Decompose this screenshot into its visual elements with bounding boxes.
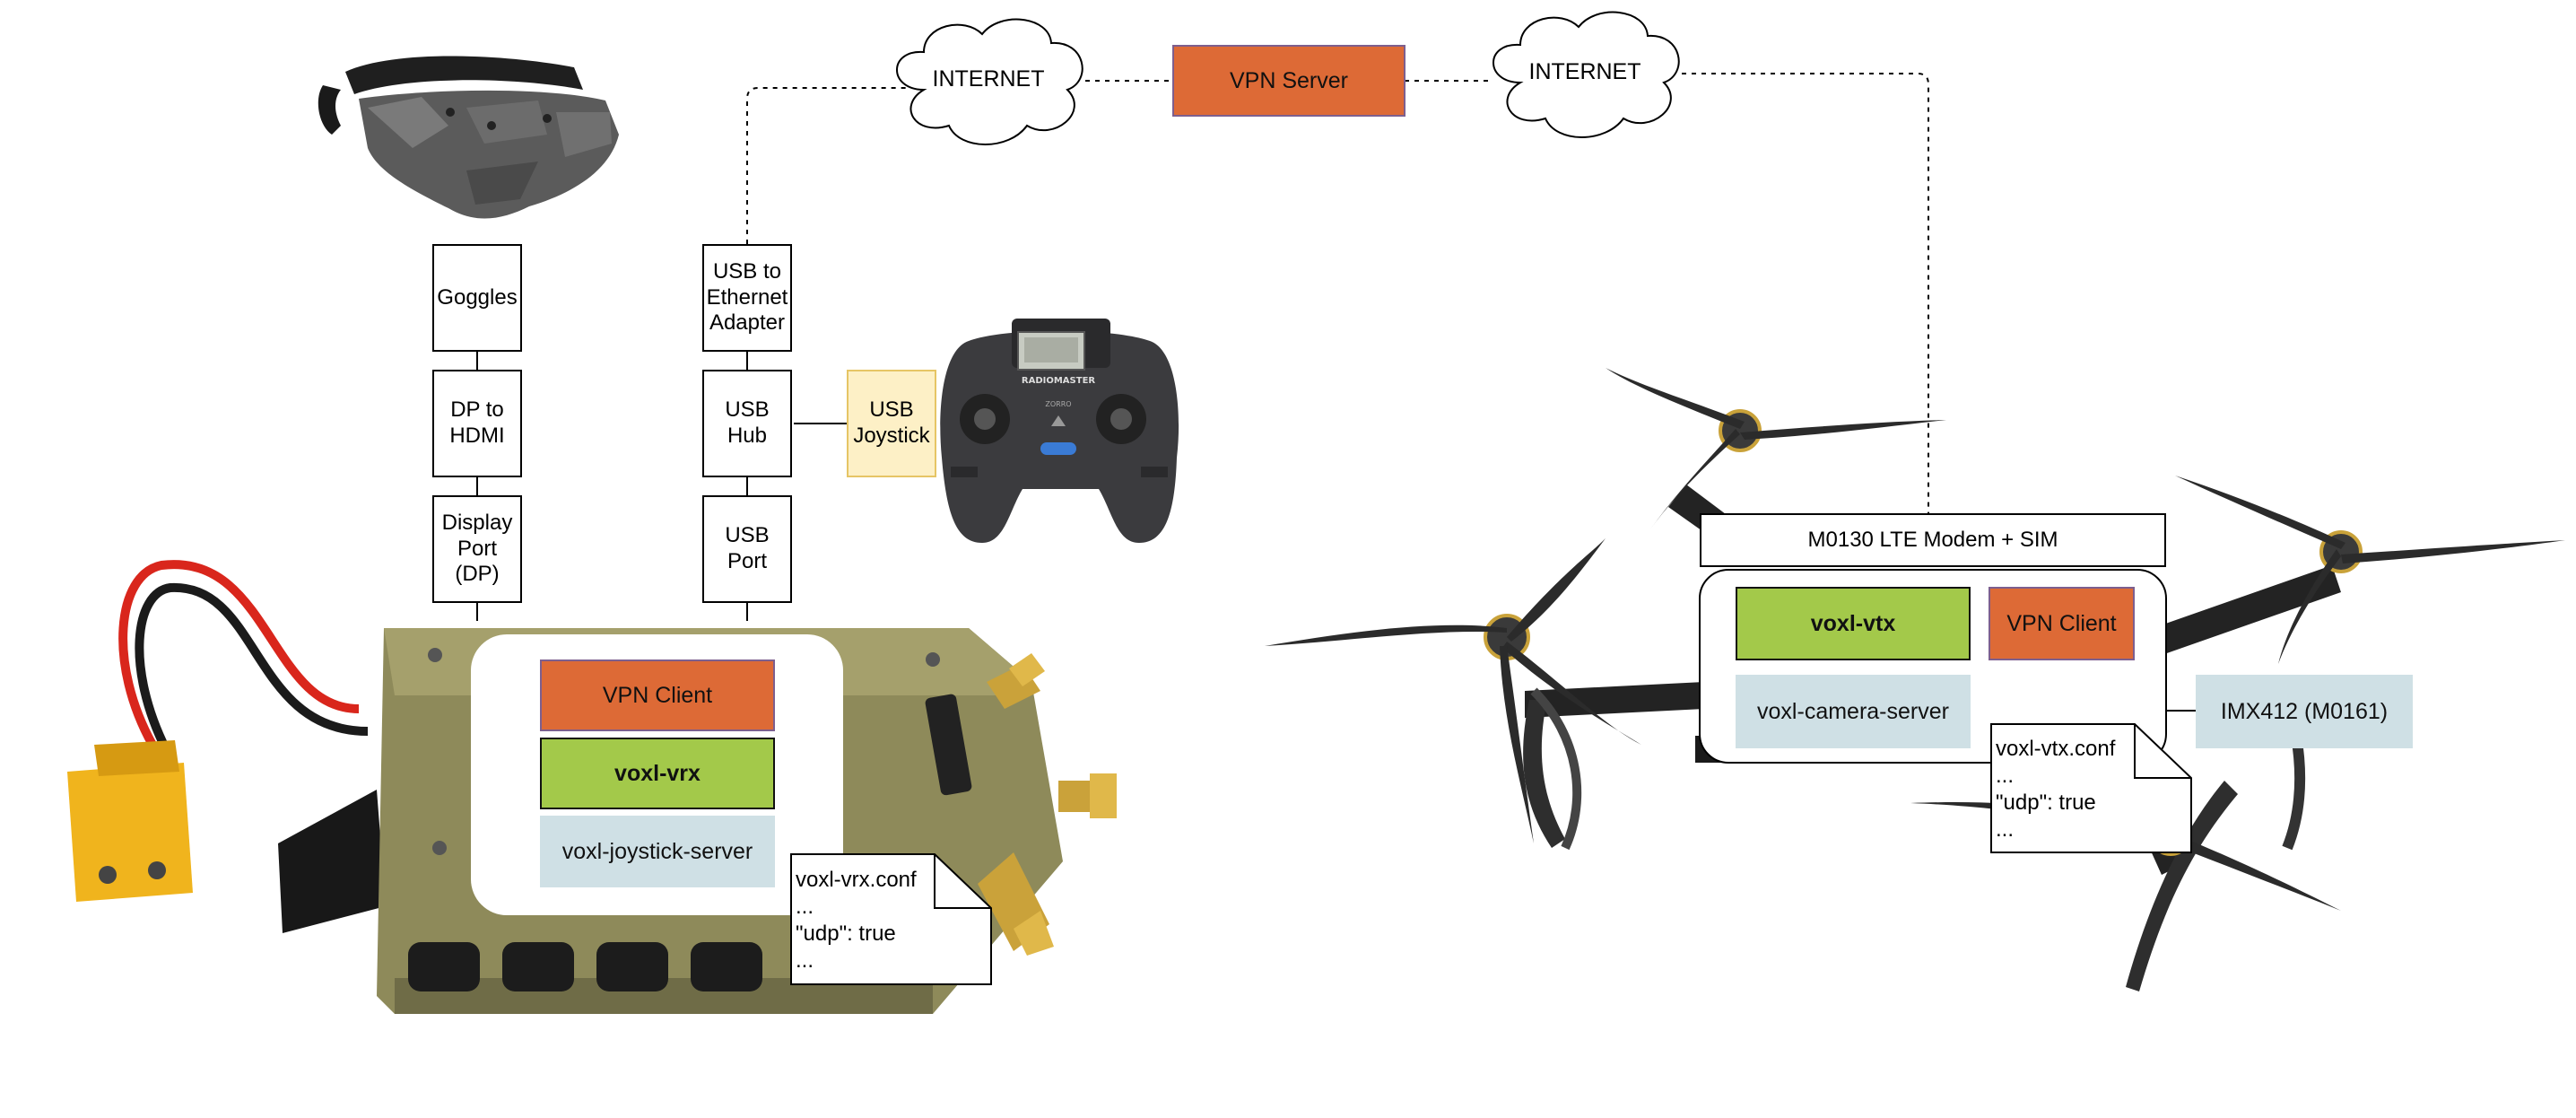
vtx-conf-filename: voxl-vtx.conf [1996,737,2116,761]
voxl-vtx-box: voxl-vtx [1736,587,1971,660]
vpn-server-box: VPN Server [1172,45,1405,117]
power-connector-image [67,560,369,902]
usb-joystick-box: USB Joystick [847,370,936,477]
goggles-image [318,56,619,219]
vrx-vpn-client-box: VPN Client [540,659,775,731]
vrx-conf-note-shape [790,853,992,985]
voxl-vrx-box: voxl-vrx [540,738,775,809]
voxl-joystick-server-box: voxl-joystick-server [540,816,775,887]
dashed-network-links [746,73,1929,513]
usb-ethernet-adapter-box: USB to Ethernet Adapter [702,244,792,352]
dp-to-hdmi-box: DP to HDMI [432,370,522,477]
usb-hub-box: USB Hub [702,370,792,477]
vtx-conf-note-shape [1990,723,2192,853]
controller-brand-text: RADIOMASTER [1022,376,1096,386]
lte-modem-box: M0130 LTE Modem + SIM [1700,513,2166,567]
camera-sensor-box: IMX412 (M0161) [2196,675,2413,748]
internet-cloud-right-label: INTERNET [1528,59,1641,84]
vtx-conf-body: ... "udp": true ... [1996,764,2096,842]
internet-cloud-left [896,18,1083,145]
controller-model-text: ZORRO [1045,400,1071,408]
usb-port-box: USB Port [702,495,792,603]
internet-cloud-right [1493,11,1680,138]
voxl-camera-server-box: voxl-camera-server [1736,675,1971,748]
goggles-box: Goggles [432,244,522,352]
internet-cloud-left-label: INTERNET [932,66,1045,92]
vtx-vpn-client-box: VPN Client [1989,587,2135,660]
vrx-conf-filename: voxl-vrx.conf [796,868,917,892]
display-port-box: Display Port (DP) [432,495,522,603]
radio-controller-image: RADIOMASTER ZORRO [940,319,1179,543]
vrx-conf-body: ... "udp": true ... [796,895,896,973]
